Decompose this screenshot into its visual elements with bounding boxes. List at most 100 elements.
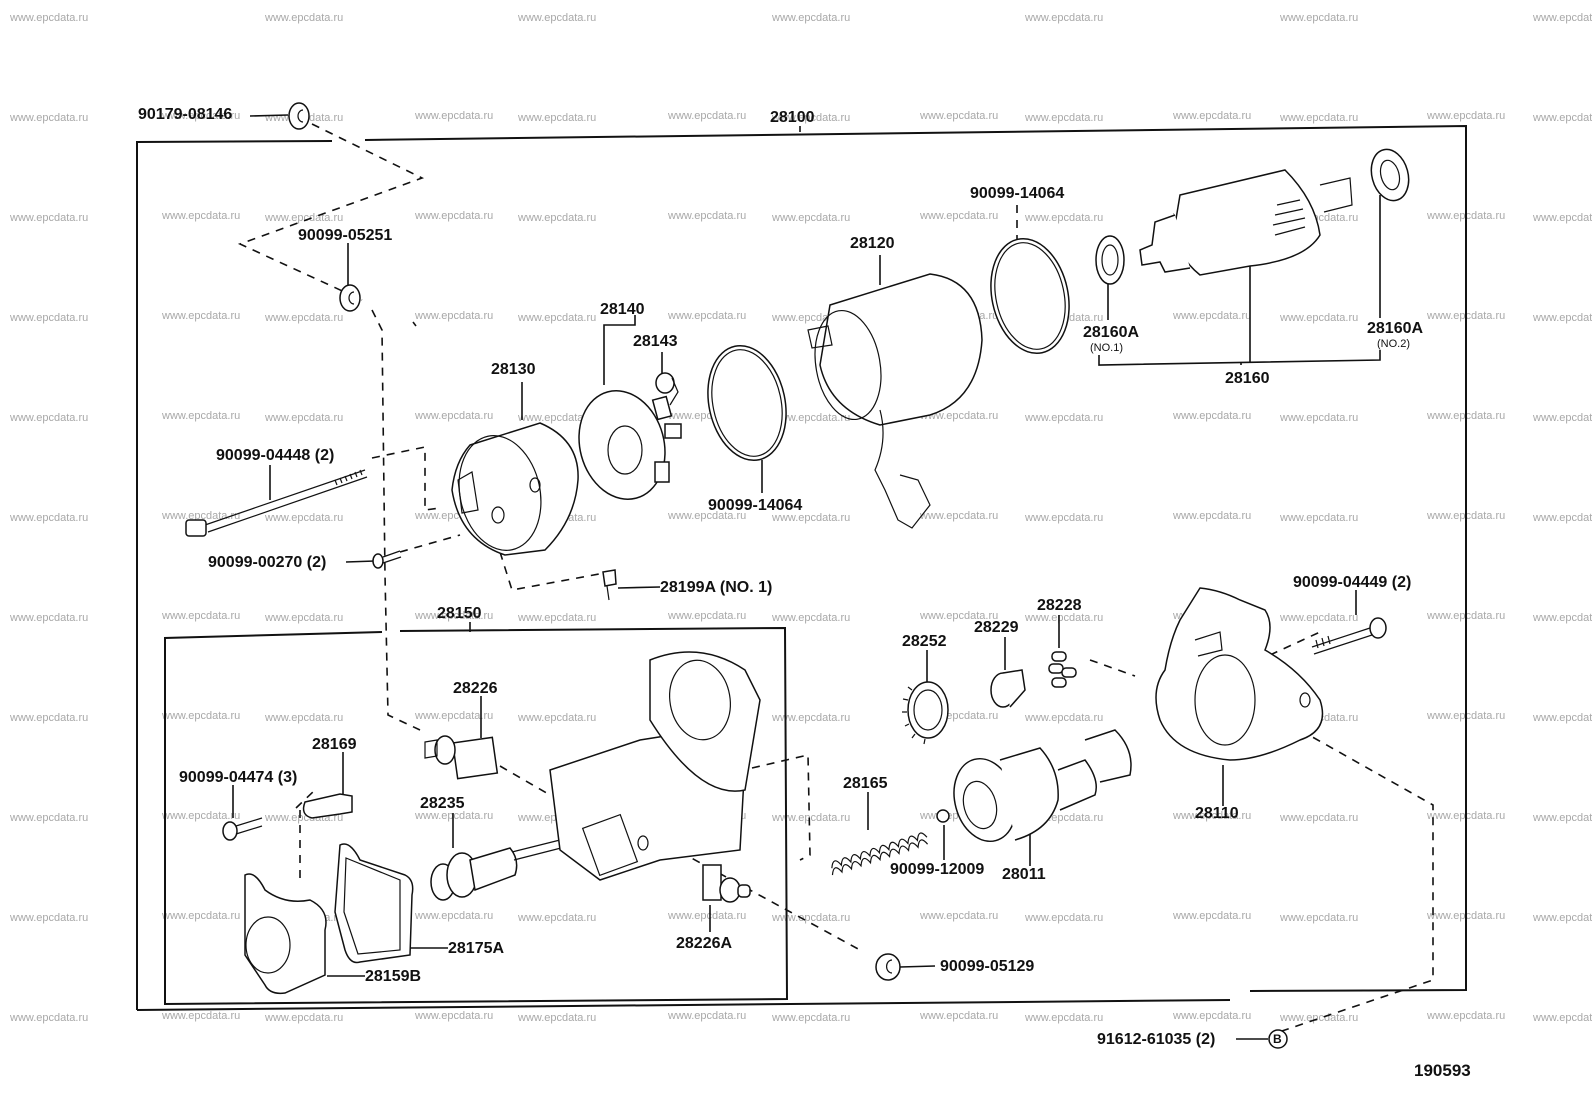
watermark-text: www.epcdata.ru xyxy=(1280,112,1359,124)
watermark-text: www.epcdata.ru xyxy=(668,1010,747,1022)
watermark-text: www.epcdata.ru xyxy=(1173,110,1252,122)
watermark-text: www.epcdata.ru xyxy=(162,210,241,222)
part-label-28235[interactable]: 28235 xyxy=(420,795,465,812)
part-label-28160A-no1[interactable]: 28160A xyxy=(1083,324,1140,341)
watermark-text: www.epcdata.ru xyxy=(415,410,494,422)
roller-icon xyxy=(1048,651,1077,688)
part-label-28140[interactable]: 28140 xyxy=(600,301,645,318)
watermark-text: www.epcdata.ru xyxy=(162,710,241,722)
watermark-text: www.epcdata.ru xyxy=(920,510,999,522)
end-cover-icon xyxy=(244,873,327,995)
watermark-text: www.epcdata.ru xyxy=(518,12,597,24)
watermark-text: www.epcdata.ru xyxy=(668,610,747,622)
watermark-text: www.epcdata.ru xyxy=(10,612,89,624)
part-label-90099-05129[interactable]: 90099-05129 xyxy=(940,958,1035,975)
part-label-28160A-no2[interactable]: 28160A xyxy=(1367,320,1424,337)
part-label-90179-08146[interactable]: 90179-08146 xyxy=(138,106,233,123)
watermark-text: www.epcdata.ru xyxy=(920,910,999,922)
assembly-label-28150[interactable]: 28150 xyxy=(437,605,482,622)
watermark-text: www.epcdata.ru xyxy=(162,410,241,422)
watermark-text: www.epcdata.ru xyxy=(1533,812,1592,824)
watermark-text: www.epcdata.ru xyxy=(1173,910,1252,922)
part-label-28165[interactable]: 28165 xyxy=(843,775,888,792)
terminal-icon xyxy=(424,735,499,780)
diagram-id: 190593 xyxy=(1414,1061,1471,1080)
part-label-28229[interactable]: 28229 xyxy=(974,619,1019,636)
watermark-text: www.epcdata.ru xyxy=(10,512,89,524)
part-label-90099-12009[interactable]: 90099-12009 xyxy=(890,861,985,878)
o-ring-icon xyxy=(990,237,1070,355)
watermark-text: www.epcdata.ru xyxy=(772,1012,851,1024)
part-label-28175A[interactable]: 28175A xyxy=(448,940,505,957)
watermark-text: www.epcdata.ru xyxy=(1025,612,1104,624)
watermark-text: www.epcdata.ru xyxy=(518,612,597,624)
watermark-text: www.epcdata.ru xyxy=(1173,810,1252,822)
leader-lines xyxy=(232,114,1381,1040)
watermark-text: www.epcdata.ru xyxy=(1533,912,1592,924)
watermark-text: www.epcdata.ru xyxy=(162,1010,241,1022)
bearing-icon xyxy=(1095,235,1125,285)
part-label-28199A[interactable]: 28199A (NO. 1) xyxy=(660,579,773,596)
watermark-text: www.epcdata.ru xyxy=(10,812,89,824)
watermark-text: www.epcdata.ru xyxy=(10,1012,89,1024)
assembly-label-28160[interactable]: 28160 xyxy=(1225,370,1270,387)
end-frame-icon xyxy=(451,422,579,556)
part-label-28252[interactable]: 28252 xyxy=(902,633,947,650)
part-label-28228[interactable]: 28228 xyxy=(1037,597,1082,614)
watermark-text: www.epcdata.ru xyxy=(265,312,344,324)
watermark-text: www.epcdata.ru xyxy=(668,510,747,522)
clutch-pinion-icon xyxy=(953,729,1132,843)
part-label-28120[interactable]: 28120 xyxy=(850,235,895,252)
part-label-28226A[interactable]: 28226A xyxy=(676,935,733,952)
armature-icon xyxy=(1139,169,1353,276)
part-label-90099-05251[interactable]: 90099-05251 xyxy=(298,227,393,244)
brush-spring-icon xyxy=(655,372,679,406)
screw-icon xyxy=(222,817,263,841)
part-label-28143[interactable]: 28143 xyxy=(633,333,678,350)
watermark-text: www.epcdata.ru xyxy=(920,610,999,622)
watermark-text: www.epcdata.ru xyxy=(1173,1010,1252,1022)
part-label-28011[interactable]: 28011 xyxy=(1002,866,1046,883)
part-label-28130[interactable]: 28130 xyxy=(491,361,536,378)
watermark-text: www.epcdata.ru xyxy=(265,512,344,524)
part-label-91612-61035[interactable]: 91612-61035 (2) xyxy=(1097,1031,1216,1048)
part-label-90099-04448[interactable]: 90099-04448 (2) xyxy=(216,447,335,464)
watermark-text: www.epcdata.ru xyxy=(415,710,494,722)
terminal-icon xyxy=(702,864,751,903)
part-label-90099-00270[interactable]: 90099-00270 (2) xyxy=(208,554,327,571)
watermark-text: www.epcdata.ru xyxy=(1025,412,1104,424)
part-label-90099-04449[interactable]: 90099-04449 (2) xyxy=(1293,574,1412,591)
assembly-box-28100 xyxy=(136,124,1467,1011)
watermark-text: www.epcdata.ru xyxy=(518,712,597,724)
watermark-text: www.epcdata.ru xyxy=(415,1010,494,1022)
part-sublabel-no1: (NO.1) xyxy=(1090,342,1123,354)
part-label-28169[interactable]: 28169 xyxy=(312,736,357,753)
part-label-90099-04474[interactable]: 90099-04474 (3) xyxy=(179,769,298,786)
watermark-text: www.epcdata.ru xyxy=(415,810,494,822)
watermark-text: www.epcdata.ru xyxy=(1427,1010,1506,1022)
watermark-text: www.epcdata.ru xyxy=(1533,512,1592,524)
watermark-text: www.epcdata.ru xyxy=(1025,912,1104,924)
part-sublabel-no2: (NO.2) xyxy=(1377,338,1410,350)
watermark-text: www.epcdata.ru xyxy=(265,712,344,724)
watermark-text: www.epcdata.ru xyxy=(1533,312,1592,324)
watermark-text: www.epcdata.ru xyxy=(162,910,241,922)
part-label-28159B[interactable]: 28159B xyxy=(365,968,422,985)
watermark-text: www.epcdata.ru xyxy=(920,110,999,122)
watermark-text: www.epcdata.ru xyxy=(265,412,344,424)
watermark-text: www.epcdata.ru xyxy=(265,12,344,24)
assembly-label-28100[interactable]: 28100 xyxy=(770,109,815,126)
part-label-28110[interactable]: 28110 xyxy=(1195,805,1239,822)
watermark-text: www.epcdata.ru xyxy=(1280,12,1359,24)
watermark-text: www.epcdata.ru xyxy=(668,310,747,322)
part-label-28226[interactable]: 28226 xyxy=(453,680,498,697)
part-label-90099-14064-bottom[interactable]: 90099-14064 xyxy=(708,497,803,514)
watermark-text: www.epcdata.ru xyxy=(518,1012,597,1024)
part-label-90099-14064-top[interactable]: 90099-14064 xyxy=(970,185,1065,202)
watermark-text: www.epcdata.ru xyxy=(1025,1012,1104,1024)
plunger-icon xyxy=(430,839,562,901)
watermark-text: www.epcdata.ru xyxy=(772,12,851,24)
watermark-text: www.epcdata.ru xyxy=(772,712,851,724)
gasket-icon xyxy=(334,843,414,964)
